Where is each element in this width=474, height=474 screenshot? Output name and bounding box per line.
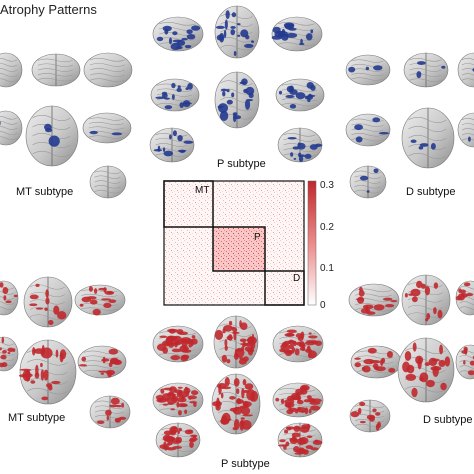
brain-surface-icon [23, 276, 73, 328]
brain-surface-icon [455, 280, 474, 316]
d-block-label: D [293, 273, 300, 284]
brain-surface-icon [89, 395, 131, 429]
brain-surface-icon [277, 422, 323, 458]
brain-surface-icon [89, 165, 127, 199]
brain-surface-icon [213, 315, 259, 369]
brain-surface-icon [455, 344, 474, 380]
p-block-outline [212, 226, 266, 272]
colorbar-tick-0: 0 [320, 300, 326, 311]
brain-surface-icon [275, 78, 325, 112]
brain-surface-icon [214, 5, 260, 59]
colorbar [307, 180, 317, 306]
similarity-matrix: MT P D 0.3 0.2 0.1 0 [163, 180, 334, 311]
brain-surface-icon [457, 112, 474, 148]
brain-surface-icon [149, 127, 195, 163]
colorbar-tick-0.2: 0.2 [320, 222, 334, 233]
brain-surface-icon [83, 52, 133, 88]
brain-surface-icon [18, 339, 77, 405]
d-subtype-label-blue: D subtype [406, 186, 456, 198]
brain-surface-icon [345, 54, 391, 86]
brain-surface-icon [25, 105, 79, 167]
p-block-label: P [254, 232, 261, 243]
p-block-fill [213, 227, 265, 271]
d-subtype-label-red: D subtype [423, 414, 473, 426]
figure-title: Atrophy Patterns [0, 2, 97, 17]
brain-surface-icon [82, 112, 132, 144]
mt-subtype-label-blue: MT subtype [16, 186, 74, 198]
brain-surface-renderings [0, 5, 474, 458]
brain-surface-icon [397, 337, 455, 403]
brain-surface-icon [152, 16, 204, 52]
brain-surface-icon [150, 78, 200, 112]
brain-surface-icon [277, 127, 323, 163]
brain-surface-icon [77, 345, 127, 379]
brain-surface-icon [214, 71, 260, 129]
brain-surface-icon [74, 284, 126, 316]
brain-surface-icon [0, 110, 23, 146]
mt-subtype-label-red: MT subtype [8, 412, 66, 424]
d-block-outline [264, 270, 305, 306]
p-subtype-label-red: P subtype [221, 458, 270, 470]
brain-surface-icon [345, 113, 391, 147]
brain-surface-icon [0, 52, 23, 88]
brain-surface-icon [350, 345, 402, 379]
brain-surface-icon [0, 336, 19, 372]
brain-surface-icon [155, 422, 201, 458]
brain-surface-icon [349, 399, 391, 433]
brain-surface-icon [401, 274, 451, 326]
colorbar-tick-0.3: 0.3 [320, 180, 334, 191]
brain-surface-icon [211, 373, 261, 435]
p-subtype-label-blue: P subtype [217, 158, 266, 170]
brain-surface-icon [401, 107, 455, 169]
brain-surface-icon [31, 53, 81, 87]
brain-surface-icon [271, 16, 323, 52]
brain-surface-icon [348, 283, 400, 317]
brain-surface-icon [403, 52, 449, 88]
mt-block-label: MT [195, 185, 209, 196]
brain-surface-icon [272, 382, 324, 418]
brain-surface-icon [349, 165, 387, 199]
brain-surface-icon [272, 325, 324, 363]
brain-surface-icon [152, 382, 204, 418]
brain-surface-icon [152, 325, 204, 363]
brain-surface-icon [457, 52, 474, 88]
mt-block-outline [163, 180, 214, 228]
brain-surface-icon [0, 280, 19, 316]
colorbar-tick-0.1: 0.1 [320, 263, 334, 274]
